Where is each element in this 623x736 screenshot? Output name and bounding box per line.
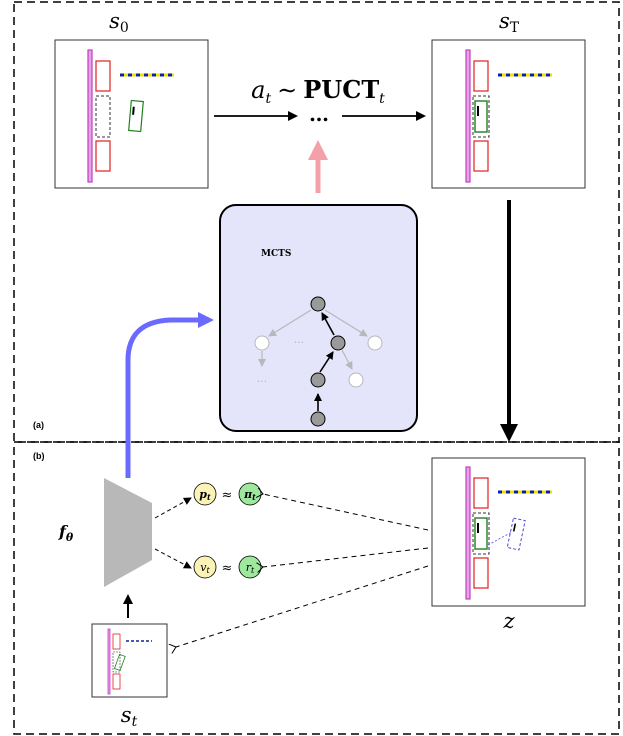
- z-to-input-state: [176, 565, 429, 647]
- tree-node-dark: [330, 335, 346, 351]
- wall: [465, 49, 471, 183]
- tree-node-light: [348, 372, 364, 388]
- red-block-top: [473, 477, 489, 509]
- tree-node-dark: [310, 372, 326, 388]
- policy-target-label: πt: [243, 488, 256, 502]
- value-target-label: rt: [246, 561, 255, 575]
- state-s0-frame: [54, 39, 209, 189]
- state-sT: [431, 39, 586, 189]
- tree-edge-light: [341, 349, 353, 370]
- red-block-top: [112, 633, 121, 650]
- green-piece: [128, 99, 144, 133]
- wall: [107, 628, 111, 695]
- action-label: at∼PUCTt: [251, 75, 385, 107]
- z-to-value-target: [263, 547, 429, 567]
- state-sT-label: sT: [499, 9, 520, 36]
- red-block-bottom: [95, 140, 111, 172]
- tree-edge-dark: [319, 351, 334, 373]
- panel-a-label: (a): [33, 420, 44, 430]
- policy-output: pt ≈ πt: [193, 482, 262, 506]
- network-to-mcts-arrow: [125, 312, 214, 478]
- tree-edge-light: [324, 309, 368, 337]
- state-st-label: st: [121, 703, 138, 730]
- network-label: fθ: [58, 522, 74, 544]
- network-to-value-arrow: [154, 548, 192, 569]
- network-trapezoid: [104, 478, 152, 587]
- red-block-top: [473, 60, 489, 92]
- green-piece-placed: [474, 517, 488, 550]
- state-z-frame: [431, 457, 586, 607]
- state-s0-label: s0: [109, 9, 129, 36]
- red-block-bottom: [473, 557, 489, 589]
- tree-node-light: [254, 335, 270, 351]
- mcts-box: MCTS ··· ···: [219, 204, 418, 432]
- value-pred-label: vt: [200, 561, 210, 575]
- value-approx: ≈: [222, 561, 233, 576]
- target-slot: [472, 95, 490, 138]
- mcts-title: MCTS: [261, 249, 291, 259]
- green-piece-placed: [474, 100, 488, 133]
- ghost-piece: [506, 517, 526, 551]
- policy-pred-label: pt: [199, 488, 211, 502]
- target-slot: [95, 95, 111, 138]
- z-to-policy-target: [263, 494, 429, 531]
- target-slot: [112, 651, 121, 673]
- trajectory-line: [487, 531, 513, 546]
- tree-ellipsis-top: ···: [294, 336, 305, 349]
- wall: [87, 49, 93, 183]
- state-s0: [54, 39, 209, 189]
- tree-node-light: [367, 335, 383, 351]
- tree-node-root: [310, 296, 326, 312]
- tree-node-leaf: [310, 411, 326, 427]
- tree-edge-light: [268, 309, 312, 337]
- green-piece: [113, 653, 126, 672]
- red-block-top: [95, 60, 111, 92]
- state-z-label: z: [502, 609, 515, 633]
- state-sT-frame: [431, 39, 586, 189]
- panel-b-label: (b): [33, 451, 45, 461]
- state-st-frame: [91, 623, 168, 698]
- red-block-bottom: [473, 140, 489, 172]
- tree-ellipsis-bottom: ···: [257, 375, 268, 388]
- value-pred-circle: [193, 555, 217, 579]
- value-output: vt ≈ rt: [193, 555, 262, 579]
- action-ellipsis: …: [309, 102, 329, 126]
- mcts-box-frame: [219, 204, 418, 432]
- network-to-policy-arrow: [154, 497, 192, 519]
- target-slot: [472, 512, 490, 555]
- state-z: [431, 457, 586, 607]
- policy-pred-circle: [193, 482, 217, 506]
- panel-b-border: [13, 441, 620, 735]
- wall: [465, 466, 471, 600]
- red-block-bottom: [112, 673, 121, 690]
- policy-approx: ≈: [222, 488, 233, 503]
- state-st: [91, 623, 168, 698]
- panel-a-border: [13, 1, 620, 443]
- tree-edge-dark: [321, 312, 335, 336]
